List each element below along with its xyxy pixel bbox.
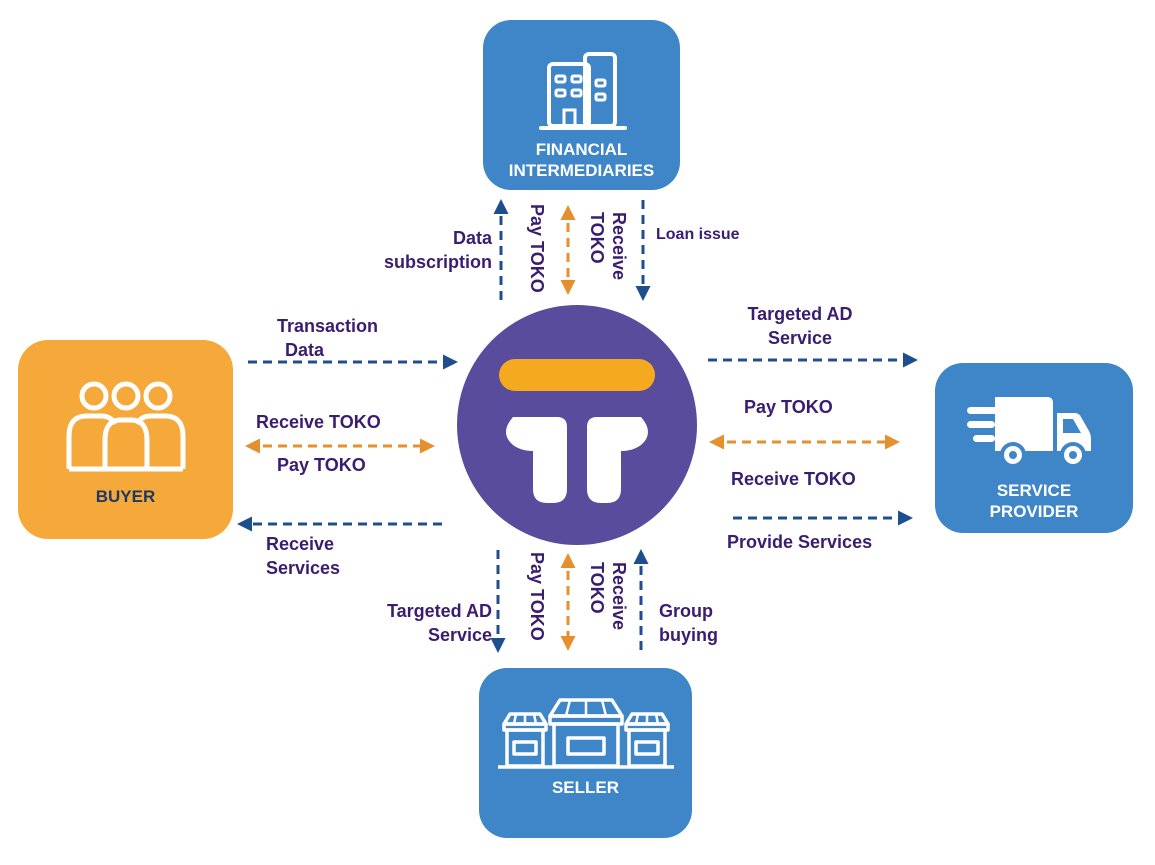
financial-intermediaries-title: FINANCIAL INTERMEDIARIES	[508, 140, 655, 180]
label-seller-receive-toko: Receive TOKO	[587, 562, 629, 631]
label-sp-targeted-ad: Targeted AD Service	[747, 304, 853, 348]
label-fi-receive-toko: Receive TOKO	[587, 212, 629, 281]
service-provider-title: SERVICE PROVIDER	[989, 481, 1079, 521]
label-data-subscription: Data subscription	[383, 228, 492, 272]
service-provider-node: SERVICE PROVIDER	[935, 363, 1133, 533]
financial-intermediaries-node: FINANCIAL INTERMEDIARIES	[483, 20, 680, 190]
label-transaction-data: Transaction Data	[277, 316, 379, 360]
people-group-icon	[66, 381, 186, 472]
buyer-node: BUYER	[18, 340, 233, 539]
label-provide-services: Provide Services	[727, 532, 873, 552]
seller-node: SELLER	[479, 668, 692, 838]
label-sp-pay-toko: Pay TOKO	[744, 397, 833, 417]
seller-title: SELLER	[551, 778, 620, 797]
label-seller-targeted-ad: Targeted AD Service	[386, 601, 492, 645]
label-loan-issue: Loan issue	[656, 226, 740, 243]
label-sp-receive-toko: Receive TOKO	[731, 469, 856, 489]
buyer-title: BUYER	[95, 487, 156, 506]
label-buyer-pay-toko: Pay TOKO	[277, 455, 366, 475]
delivery-truck-icon	[967, 397, 1091, 468]
label-receive-services: Receive Services	[266, 534, 341, 578]
label-group-buying: Group buying	[659, 601, 718, 645]
toko-hub-logo	[457, 305, 697, 545]
label-fi-pay-toko: Pay TOKO	[527, 204, 547, 293]
storefront-icon	[498, 698, 674, 769]
office-building-icon	[539, 52, 627, 130]
label-seller-pay-toko: Pay TOKO	[527, 552, 547, 641]
label-buyer-receive-toko: Receive TOKO	[256, 412, 381, 432]
